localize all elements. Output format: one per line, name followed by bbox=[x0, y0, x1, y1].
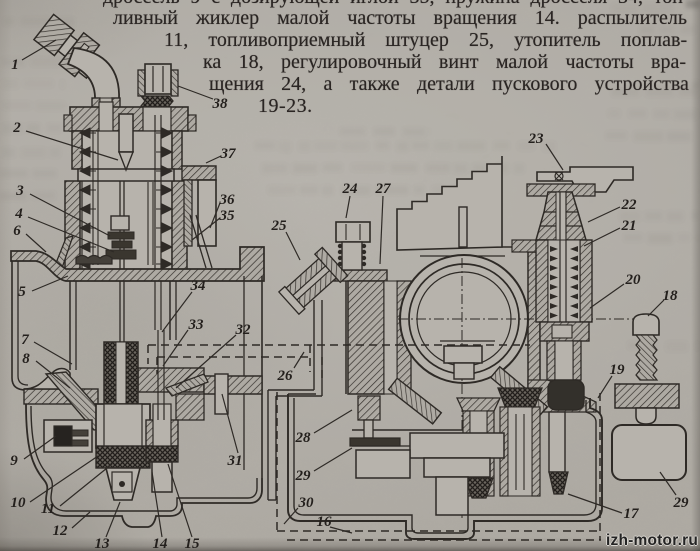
svg-text:29: 29 bbox=[295, 468, 312, 484]
svg-text:28: 28 bbox=[295, 430, 312, 446]
svg-text:32: 32 bbox=[235, 322, 252, 338]
svg-text:18: 18 bbox=[663, 288, 679, 304]
svg-text:13: 13 bbox=[95, 536, 111, 551]
svg-text:35: 35 bbox=[219, 208, 236, 224]
svg-text:12: 12 bbox=[53, 523, 69, 539]
svg-text:7: 7 bbox=[21, 332, 29, 348]
svg-text:2: 2 bbox=[12, 120, 21, 136]
svg-text:24: 24 bbox=[342, 181, 359, 197]
svg-text:17: 17 bbox=[624, 506, 640, 522]
svg-text:8: 8 bbox=[22, 351, 30, 367]
svg-text:3: 3 bbox=[15, 183, 24, 199]
svg-text:19: 19 bbox=[610, 362, 626, 378]
svg-text:34: 34 bbox=[190, 278, 207, 294]
svg-text:6: 6 bbox=[13, 223, 21, 239]
svg-text:36: 36 bbox=[219, 192, 236, 208]
svg-text:11: 11 bbox=[41, 501, 55, 517]
svg-text:26: 26 bbox=[277, 368, 294, 384]
svg-text:37: 37 bbox=[220, 146, 237, 162]
svg-text:31: 31 bbox=[227, 453, 243, 469]
svg-text:22: 22 bbox=[621, 197, 638, 213]
svg-text:33: 33 bbox=[188, 317, 205, 333]
svg-text:16: 16 bbox=[317, 514, 333, 530]
svg-text:20: 20 bbox=[625, 272, 642, 288]
svg-text:15: 15 bbox=[185, 536, 201, 551]
svg-text:1: 1 bbox=[11, 57, 19, 73]
svg-text:21: 21 bbox=[621, 218, 637, 234]
svg-text:4: 4 bbox=[14, 206, 23, 222]
svg-text:30: 30 bbox=[298, 495, 315, 511]
svg-text:10: 10 bbox=[11, 495, 27, 511]
svg-text:9: 9 bbox=[10, 453, 18, 469]
svg-text:27: 27 bbox=[375, 181, 392, 197]
svg-text:23: 23 bbox=[528, 131, 545, 147]
svg-text:38: 38 bbox=[212, 96, 229, 112]
svg-text:14: 14 bbox=[153, 536, 169, 551]
svg-text:5: 5 bbox=[18, 284, 26, 300]
svg-text:29: 29 bbox=[673, 495, 690, 511]
svg-text:25: 25 bbox=[271, 218, 288, 234]
